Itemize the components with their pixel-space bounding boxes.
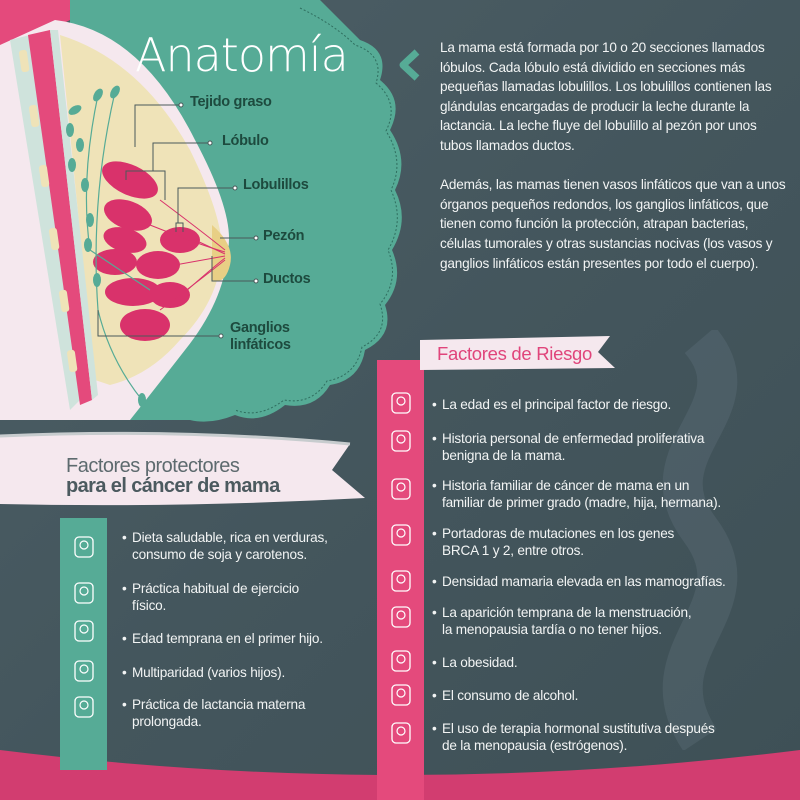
item-line-2: de la menopausia (estrógenos). [442, 737, 628, 753]
label-ducts: Ductos [263, 271, 311, 287]
item-line-1: La aparición temprana de la menstruación… [442, 605, 692, 620]
anatomy-title: Anatomía [135, 28, 349, 82]
bullet: • [432, 478, 437, 493]
item-line-2: benigna de la mama. [442, 447, 566, 463]
item-line-1: El uso de terapia hormonal sustitutiva d… [442, 721, 715, 736]
breastfeeding-icon [69, 692, 99, 722]
children-icon [69, 656, 99, 686]
label-lymph-nodes: Ganglios linfáticos [230, 320, 291, 354]
scale-icon [386, 646, 416, 676]
risk-list-item: • La aparición temprana de la menstruació… [432, 605, 692, 638]
risk-title-ribbon [420, 336, 615, 370]
bullet: • [122, 697, 127, 712]
uterus-icon [386, 602, 416, 632]
chevron-left-icon [399, 49, 420, 81]
bullet: • [432, 574, 437, 589]
item-line-1: Dieta saludable, rica en verduras, [132, 530, 328, 545]
item-line-1: La obesidad. [442, 655, 518, 670]
item-line-1: Portadoras de mutaciones en los genes [442, 526, 675, 541]
item-line-2: la menopausia tardía o no tener hijos. [442, 621, 662, 637]
breast-anatomy-diagram [0, 0, 402, 422]
item-line-1: Historia familiar de cáncer de mama en u… [442, 478, 690, 493]
item-line-2: prolongada. [132, 713, 202, 729]
item-line-1: La edad es el principal factor de riesgo… [442, 397, 672, 412]
risk-title: Factores de Riesgo [437, 343, 593, 364]
bullet: • [122, 665, 127, 680]
description-paragraph-2: Además, las mamas tienen vasos linfático… [440, 177, 786, 271]
protective-icon-column [60, 518, 107, 770]
bottle-icon [386, 680, 416, 710]
label-nipple: Pezón [263, 228, 305, 244]
cane-icon [386, 388, 416, 418]
item-line-1: Multiparidad (varios hijos). [132, 665, 286, 680]
pregnant-icon [69, 616, 99, 646]
item-line-1: Práctica habitual de ejercicio [132, 581, 300, 596]
protective-list-item: • Dieta saludable, rica en verduras,consu… [122, 530, 328, 563]
label-lobe: Lóbulo [222, 133, 269, 149]
protective-title-line1: Factores protectores [66, 455, 240, 477]
bullet: • [432, 655, 437, 670]
bullet: • [432, 721, 437, 736]
risk-list-item: • El consumo de alcohol. [432, 688, 578, 705]
item-line-1: Práctica de lactancia materna [132, 697, 306, 712]
risk-list-item: • La obesidad. [432, 655, 518, 672]
bullet: • [432, 431, 437, 446]
bullet: • [122, 530, 127, 545]
bullet: • [122, 581, 127, 596]
label-fat-tissue: Tejido graso [190, 94, 272, 110]
bullet: • [432, 605, 437, 620]
bullet: • [122, 631, 127, 646]
risk-list-item: • Densidad mamaria elevada en las mamogra… [432, 574, 726, 591]
protective-list-item: • Edad temprana en el primer hijo. [122, 631, 323, 648]
item-line-2: consumo de soja y carotenos. [132, 546, 307, 562]
item-line-1: El consumo de alcohol. [442, 688, 579, 703]
dna-icon [386, 520, 416, 550]
item-line-2: físico. [132, 597, 167, 613]
label-lymph-line2: linfáticos [230, 337, 291, 353]
item-line-1: Historia personal de enfermedad prolifer… [442, 431, 705, 446]
pills-icon [386, 718, 416, 748]
mammogram-icon [386, 566, 416, 596]
description-paragraph-1: La mama está formada por 10 o 20 seccion… [440, 40, 772, 153]
label-lobules: Lobulillos [243, 177, 309, 193]
bullet: • [432, 688, 437, 703]
risk-list-item: • La edad es el principal factor de riesg… [432, 397, 671, 414]
anatomy-description: La mama está formada por 10 o 20 seccion… [440, 38, 790, 273]
label-lymph-line1: Ganglios [230, 320, 290, 336]
notebook-icon [386, 426, 416, 456]
risk-list-item: • Historia personal de enfermedad prolife… [432, 431, 704, 464]
item-line-2: BRCA 1 y 2, entre otros. [442, 542, 584, 558]
protective-title-line2: para el cáncer de mama [66, 475, 280, 497]
risk-list-item: • Historia familiar de cáncer de mama en … [432, 478, 721, 511]
decorative-pattern [662, 330, 738, 750]
item-line-2: familiar de primer grado (madre, hija, h… [442, 494, 722, 510]
bullet: • [432, 526, 437, 541]
protective-title-ribbon [0, 431, 365, 506]
family-icon [386, 474, 416, 504]
protective-list-item: • Multiparidad (varios hijos). [122, 665, 285, 682]
risk-list-item: • El uso de terapia hormonal sustitutiva … [432, 721, 715, 754]
bicycle-icon [69, 578, 99, 608]
vegetables-icon [69, 532, 99, 562]
bullet: • [432, 397, 437, 412]
item-line-1: Edad temprana en el primer hijo. [132, 631, 323, 646]
item-line-1: Densidad mamaria elevada en las mamograf… [442, 574, 726, 589]
